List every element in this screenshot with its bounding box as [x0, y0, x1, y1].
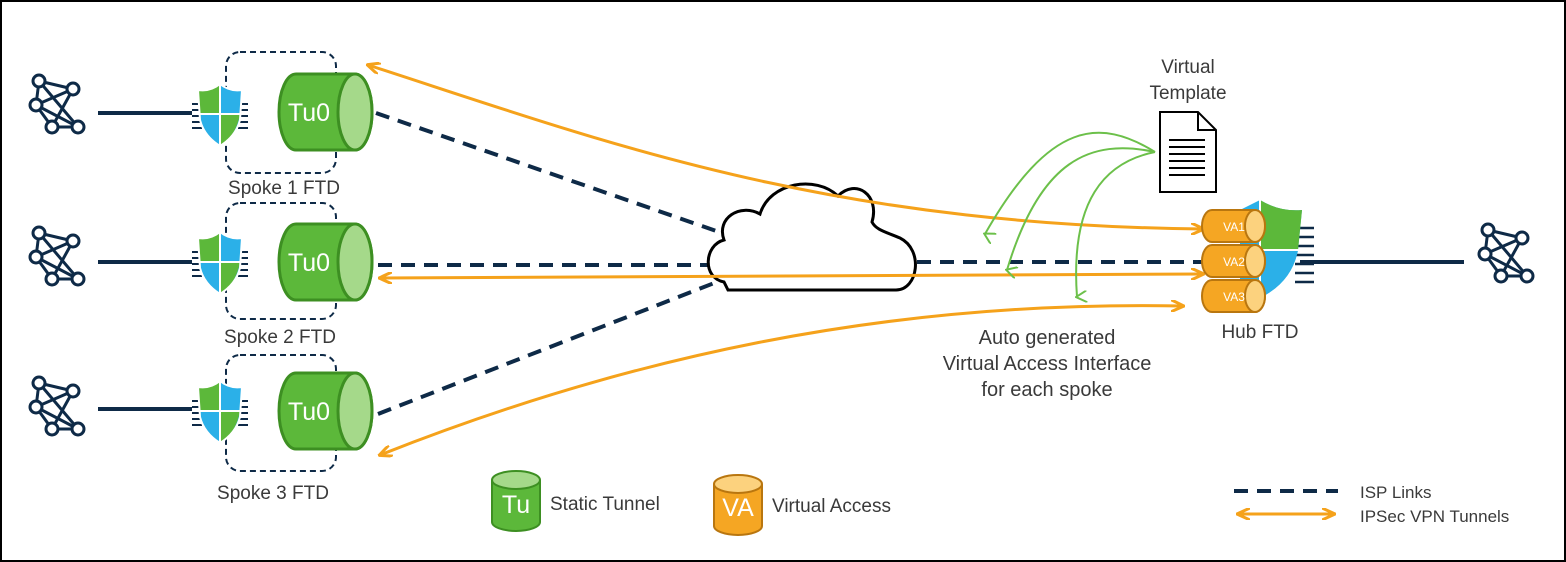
va-cylinder-1: VA1: [1201, 209, 1266, 243]
legend-static-tunnel-label: Static Tunnel: [550, 494, 660, 515]
svg-text:for each spoke: for each spoke: [981, 379, 1112, 401]
ipsec-tunnel-spoke2: [380, 274, 1203, 278]
legend-tunnel-icon-label: Tu: [502, 491, 530, 519]
spoke-label: Spoke 2 FTD: [224, 327, 336, 348]
legend-isp-links: ISP Links: [1234, 483, 1432, 502]
virtual-template: Virtual Template: [1149, 57, 1227, 193]
svg-text:Virtual Access Interface: Virtual Access Interface: [943, 353, 1152, 375]
va-label: VA1: [1223, 220, 1245, 234]
document-icon: [1159, 111, 1217, 193]
legend-virtual-access-label: Virtual Access: [772, 496, 891, 517]
spoke-3: Tu0 Spoke 3 FTD: [28, 354, 374, 504]
legend-va-icon-label: VA: [722, 494, 754, 522]
legend-virtual-access: VA Virtual Access: [713, 474, 891, 536]
tunnel-label: Tu0: [288, 99, 330, 127]
va-label: VA3: [1223, 290, 1245, 304]
template-line1: Virtual: [1161, 57, 1215, 78]
auto-generated-annotation: Auto generated Virtual Access Interface …: [943, 327, 1152, 401]
hub-label: Hub FTD: [1221, 322, 1298, 343]
va-cylinder-3: VA3: [1201, 279, 1266, 313]
legend: Tu Static Tunnel VA Virtual Access ISP L…: [491, 470, 1509, 536]
tunnel-cylinder: [277, 371, 374, 451]
tunnel-cylinder: [277, 222, 374, 302]
legend-isp-links-label: ISP Links: [1360, 483, 1432, 502]
ipsec-tunnel-spoke3: [380, 306, 1183, 455]
ipsec-tunnels: [368, 65, 1203, 455]
tunnel-label: Tu0: [288, 249, 330, 277]
lan-links: [98, 111, 1464, 411]
legend-static-tunnel: Tu Static Tunnel: [491, 470, 660, 532]
spoke-label: Spoke 1 FTD: [228, 178, 340, 199]
legend-ipsec: IPSec VPN Tunnels: [1238, 507, 1509, 526]
va-label: VA2: [1223, 255, 1245, 269]
template-arrows: [985, 131, 1156, 297]
hub-ftd: VA1 VA2 VA3 Hub FTD: [1201, 200, 1314, 343]
spoke-label: Spoke 3 FTD: [217, 483, 329, 504]
ipsec-tunnel-spoke1: [368, 65, 1203, 229]
svg-text:Auto generated: Auto generated: [979, 327, 1116, 349]
tunnel-cylinder: [277, 72, 374, 152]
spoke-1: Tu0 Spoke 1 FTD: [28, 51, 374, 199]
template-line2: Template: [1149, 83, 1226, 104]
legend-ipsec-label: IPSec VPN Tunnels: [1360, 507, 1509, 526]
spoke-2: Tu0 Spoke 2 FTD: [28, 202, 374, 348]
tunnel-label: Tu0: [288, 398, 330, 426]
va-cylinder-2: VA2: [1201, 244, 1266, 278]
